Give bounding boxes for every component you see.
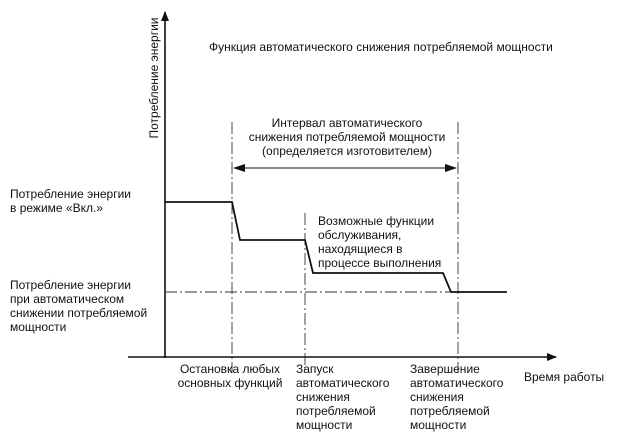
- event-start-line: Запуск: [296, 362, 334, 376]
- maintenance-line: обслуживания,: [318, 228, 402, 242]
- level-low-line: Потребление энергии: [10, 278, 131, 292]
- maintenance-line: процессе выполнения: [318, 256, 442, 270]
- event-start-reduction: Запуск автоматического снижения потребля…: [296, 362, 389, 432]
- event-start-line: мощности: [296, 418, 353, 432]
- maintenance-label: Возможные функции обслуживания, находящи…: [318, 214, 441, 270]
- event-end-line: мощности: [410, 418, 467, 432]
- level-on-line: Потребление энергии: [10, 187, 131, 201]
- event-end-reduction: Завершение автоматического снижения потр…: [410, 362, 503, 432]
- level-low-line: мощности: [10, 320, 67, 334]
- event-end-line: потребляемой: [410, 404, 490, 418]
- x-axis-label: Время работы: [524, 370, 605, 384]
- y-axis-label: Потребление энергии: [147, 17, 161, 139]
- event-start-line: снижения: [296, 390, 350, 404]
- event-end-line: автоматического: [410, 376, 504, 390]
- level-on-line: в режиме «Вкл.»: [10, 201, 103, 215]
- level-low-line: снижении потребляемой: [10, 306, 148, 320]
- power-curve: [165, 201, 507, 293]
- event-stop-line: основных функций: [177, 376, 283, 390]
- interval-label: Интервал автоматического снижения потреб…: [238, 116, 456, 158]
- interval-label-line: (определяется изготовителем): [262, 144, 432, 158]
- interval-arrowhead-left: [233, 164, 245, 172]
- interval-label-line: Интервал автоматического: [271, 116, 423, 130]
- event-stop-line: Остановка любых: [179, 362, 281, 376]
- level-on-label: Потребление энергии в режиме «Вкл.»: [10, 187, 131, 215]
- event-end-line: снижения: [410, 390, 464, 404]
- event-end-line: Завершение: [410, 362, 480, 376]
- maintenance-line: Возможные функции: [318, 214, 435, 228]
- diagram-title: Функция автоматического снижения потребл…: [209, 40, 553, 54]
- maintenance-line: находящиеся в: [318, 242, 403, 256]
- event-start-line: автоматического: [296, 376, 390, 390]
- event-stop-functions: Остановка любых основных функций: [168, 362, 292, 390]
- level-low-label: Потребление энергии при автоматическом с…: [10, 278, 147, 334]
- event-start-line: потребляемой: [296, 404, 376, 418]
- interval-label-line: снижения потребляемой мощности: [248, 130, 446, 144]
- level-low-line: при автоматическом: [10, 292, 125, 306]
- interval-arrowhead-right: [445, 164, 457, 172]
